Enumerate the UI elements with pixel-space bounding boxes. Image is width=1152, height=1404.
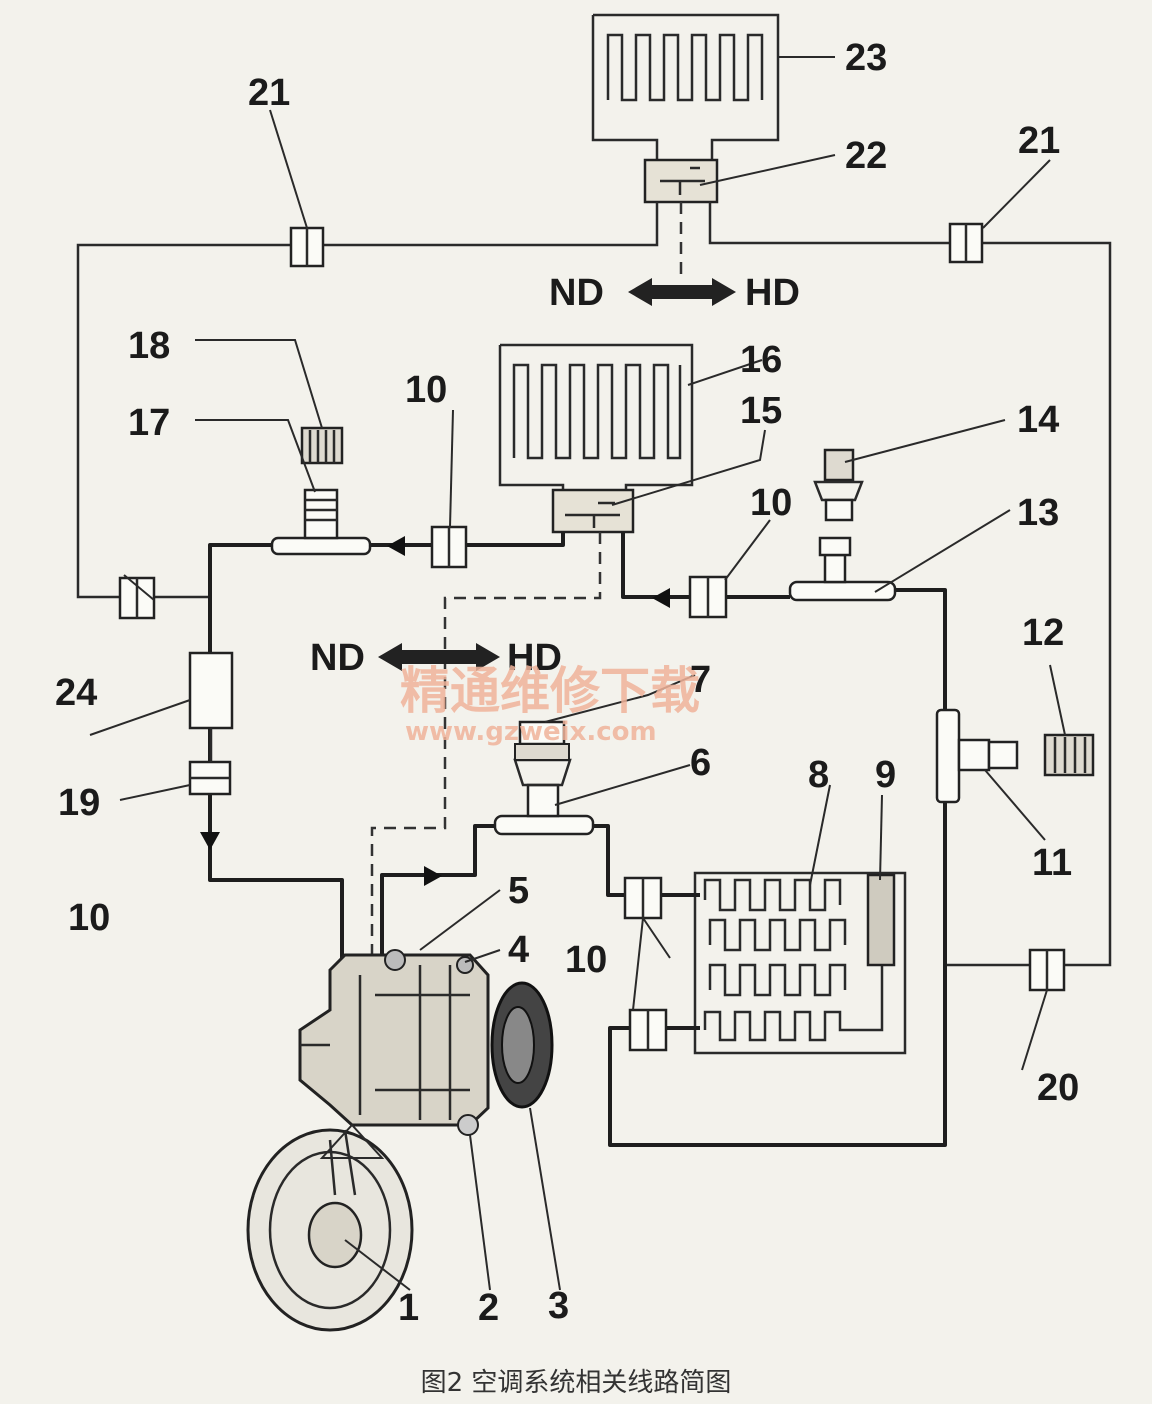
label-17: 17 <box>128 402 170 444</box>
sealing-rings <box>118 222 1066 1052</box>
control-links <box>370 202 683 965</box>
pressure-switch-7 <box>514 720 570 761</box>
flow-arrows <box>200 536 670 886</box>
label-15: 15 <box>740 390 782 432</box>
high-pressure-fitting-6 <box>493 758 595 836</box>
label-20: 20 <box>1037 1067 1079 1109</box>
label-10-liquid: 10 <box>750 482 792 524</box>
label-10-condenser: 10 <box>565 939 607 981</box>
label-21-right: 21 <box>1018 120 1060 162</box>
label-7: 7 <box>690 659 711 701</box>
front-evaporator <box>498 343 694 492</box>
watermark: 精通维修下载 www.gzweix.com <box>400 662 700 747</box>
label-6: 6 <box>690 742 711 784</box>
service-valve-cap-12 <box>1043 733 1095 777</box>
compressor <box>298 949 490 1136</box>
pressure-sensor-14 <box>813 448 864 522</box>
pressure-indicator-top: ND HD <box>549 272 800 314</box>
part-labels: 1 2 3 4 5 6 7 8 9 10 10 10 10 11 12 13 1… <box>55 37 1079 1329</box>
label-4: 4 <box>508 929 529 971</box>
label-22: 22 <box>845 135 887 177</box>
drive-pulley <box>246 1128 414 1332</box>
label-16: 16 <box>740 339 782 381</box>
watermark-url: www.gzweix.com <box>405 717 657 747</box>
receiver-drier <box>866 873 896 967</box>
condenser <box>693 871 907 1055</box>
label-10-left: 10 <box>68 897 110 939</box>
watermark-title: 精通维修下载 <box>400 662 700 720</box>
magnetic-clutch <box>490 981 554 1109</box>
high-pressure-label-2: HD <box>507 637 562 679</box>
label-10-suction: 10 <box>405 369 447 411</box>
low-pressure-label-2: ND <box>310 637 365 679</box>
label-9: 9 <box>875 754 896 796</box>
leader-lines <box>89 56 1066 1291</box>
label-2: 2 <box>478 1287 499 1329</box>
low-pressure-service-valve <box>270 488 372 556</box>
muffler <box>188 651 234 730</box>
high-pressure-service-valve-11 <box>935 708 1019 804</box>
figure-caption: 图2 空调系统相关线路简图 <box>420 1368 732 1398</box>
high-pressure-pipe-tee-13 <box>788 536 897 602</box>
rear-expansion-valve-block <box>643 158 719 204</box>
label-11: 11 <box>1032 842 1072 884</box>
label-21-left: 21 <box>248 72 290 114</box>
service-valve-cap-18 <box>300 426 344 465</box>
label-23: 23 <box>845 37 887 79</box>
label-13: 13 <box>1017 492 1059 534</box>
label-8: 8 <box>808 754 829 796</box>
high-pressure-label: HD <box>745 272 800 314</box>
low-pressure-label: ND <box>549 272 604 314</box>
label-3: 3 <box>548 1285 569 1327</box>
front-expansion-valve-block <box>551 488 635 534</box>
label-12: 12 <box>1022 612 1064 654</box>
pressure-indicator-middle: ND HD <box>310 637 562 679</box>
label-18: 18 <box>128 325 170 367</box>
label-19: 19 <box>58 782 100 824</box>
label-1: 1 <box>398 1287 419 1329</box>
ac-system-diagram: ND HD ND HD 精通维修下载 www.gzweix.com 1 2 3 … <box>55 13 1112 1332</box>
label-5: 5 <box>508 870 529 912</box>
rear-evaporator <box>591 13 780 164</box>
label-24: 24 <box>55 672 97 714</box>
label-14: 14 <box>1017 399 1059 441</box>
